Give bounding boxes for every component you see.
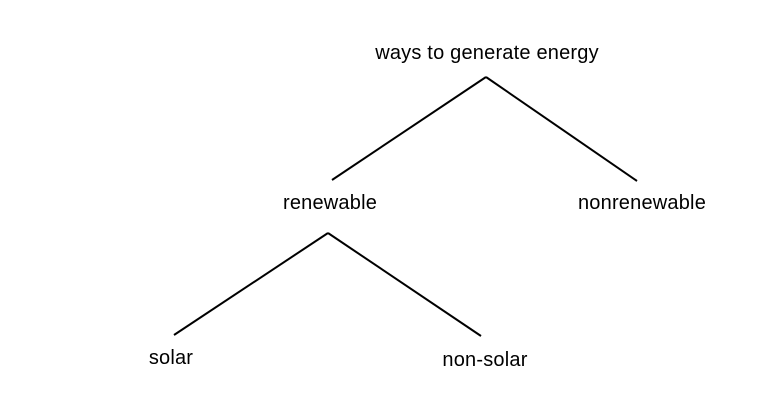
node-renewable-label: renewable <box>282 192 378 214</box>
edge-renewable-to-solar <box>173 232 329 336</box>
edge-renewable-to-nonsolar <box>327 232 482 337</box>
node-root-label: ways to generate energy <box>375 42 599 64</box>
node-non-solar-label: non-solar <box>442 349 528 371</box>
node-nonrenewable-label: nonrenewable <box>577 192 707 214</box>
edge-root-to-nonrenewable <box>485 76 638 182</box>
node-solar-label: solar <box>148 347 194 369</box>
edge-root-to-renewable <box>331 76 487 181</box>
